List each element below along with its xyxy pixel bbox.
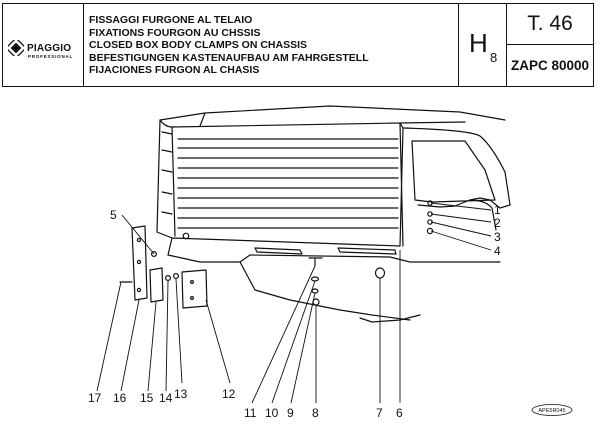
leader-lines	[96, 202, 492, 404]
table-reference: T. 46	[507, 4, 593, 45]
cross-member-left	[254, 247, 303, 255]
washer-9	[311, 288, 319, 294]
callout-9: 9	[287, 406, 294, 420]
box-front-panel	[156, 119, 404, 247]
reference-cell: T. 46 ZAPC 80000	[507, 4, 593, 86]
screw-5	[151, 251, 158, 258]
callout-6: 6	[396, 406, 403, 420]
backing-plate	[149, 267, 164, 303]
bolt-11	[308, 257, 323, 267]
callout-7: 7	[376, 406, 383, 420]
cross-member-right	[337, 247, 397, 255]
callout-10: 10	[265, 406, 279, 420]
nut-4	[426, 227, 434, 235]
drawing-code-badge	[531, 404, 573, 416]
model-reference: ZAPC 80000	[510, 58, 590, 73]
drawing-code: APE5R045	[538, 408, 565, 414]
box-roof-edge	[159, 119, 466, 128]
logo-cell: PIAGGIO PROFESSIONAL	[3, 4, 84, 86]
clamp-bracket	[131, 225, 148, 301]
mounting-plate	[181, 269, 208, 309]
title-block: PIAGGIO PROFESSIONAL FISSAGGI FURGONE AL…	[2, 3, 594, 87]
callout-14: 14	[159, 391, 173, 405]
callout-2: 2	[494, 216, 501, 230]
pad-7	[374, 267, 386, 279]
washer-10	[310, 276, 320, 282]
clamp-nut	[182, 232, 190, 240]
callout-1: 1	[494, 203, 501, 217]
callout-12: 12	[222, 387, 236, 401]
section-code: H	[469, 28, 488, 58]
callouts: 1 2 3 4 5 6 7 8 9 10 11 12 13 14 15 16 1…	[88, 203, 501, 420]
box-roof-line	[159, 105, 506, 121]
cab-window	[411, 140, 496, 203]
brand-name: PIAGGIO	[27, 42, 72, 54]
piaggio-logo-icon	[8, 40, 24, 56]
callout-17: 17	[88, 391, 102, 405]
section-subscript: 8	[490, 50, 498, 65]
section-code-cell: H 8	[458, 4, 507, 86]
title-de: BEFESTIGUNGEN KASTENAUFBAU AM FAHRGESTEL…	[89, 51, 369, 64]
callout-8: 8	[312, 406, 319, 420]
callout-16: 16	[113, 391, 127, 405]
callout-4: 4	[494, 244, 501, 258]
piaggio-logo: PIAGGIO	[8, 40, 71, 56]
title-lines: FISSAGGI FURGONE AL TELAIO FIXATIONS FOU…	[89, 14, 449, 77]
callout-11: 11	[244, 406, 257, 420]
washer-13	[173, 273, 180, 280]
nut-14	[165, 275, 172, 282]
title-es: FIJACIONES FURGON AL CHASIS	[89, 64, 260, 77]
brand-subtitle: PROFESSIONAL	[28, 54, 74, 59]
title-fr: FIXATIONS FOURGON AU CHSSIS	[89, 26, 261, 39]
chassis-outline	[167, 237, 501, 263]
title-en: CLOSED BOX BODY CLAMPS ON CHASSIS	[89, 39, 307, 52]
callout-15: 15	[140, 391, 154, 405]
callout-5: 5	[110, 208, 117, 222]
title-it: FISSAGGI FURGONE AL TELAIO	[89, 14, 253, 26]
callout-3: 3	[494, 230, 501, 244]
callout-13: 13	[174, 387, 188, 401]
